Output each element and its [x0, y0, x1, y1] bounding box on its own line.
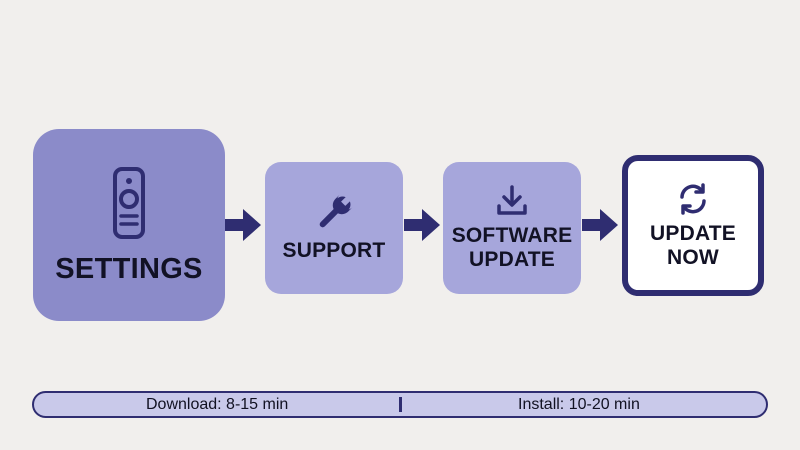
software-update-label-line1: SOFTWARE [451, 224, 573, 247]
arrow-right-icon [404, 209, 440, 241]
install-time-label: Install: 10-20 min [518, 396, 640, 413]
update-now-step[interactable]: UPDATE NOW [622, 155, 764, 296]
download-icon [497, 185, 527, 215]
arrow-right-icon [225, 209, 261, 241]
support-label: SUPPORT [282, 239, 386, 262]
settings-step[interactable]: SETTINGS [33, 129, 225, 321]
download-time-label: Download: 8-15 min [146, 396, 289, 413]
arrow-right-icon [582, 209, 618, 241]
remote-control-icon [113, 167, 145, 239]
settings-label: SETTINGS [55, 253, 203, 285]
update-now-label-line1: UPDATE [650, 221, 736, 245]
time-estimate-bar: Download: 8-15 min Install: 10-20 min [32, 391, 768, 418]
support-step[interactable]: SUPPORT [265, 162, 403, 294]
software-update-label-line2: UPDATE [469, 248, 555, 271]
software-update-step[interactable]: SOFTWARE UPDATE [443, 162, 581, 294]
update-now-label-line2: NOW [667, 245, 719, 269]
wrench-icon [319, 194, 353, 228]
refresh-icon [680, 182, 706, 215]
timeline-divider [399, 397, 402, 412]
